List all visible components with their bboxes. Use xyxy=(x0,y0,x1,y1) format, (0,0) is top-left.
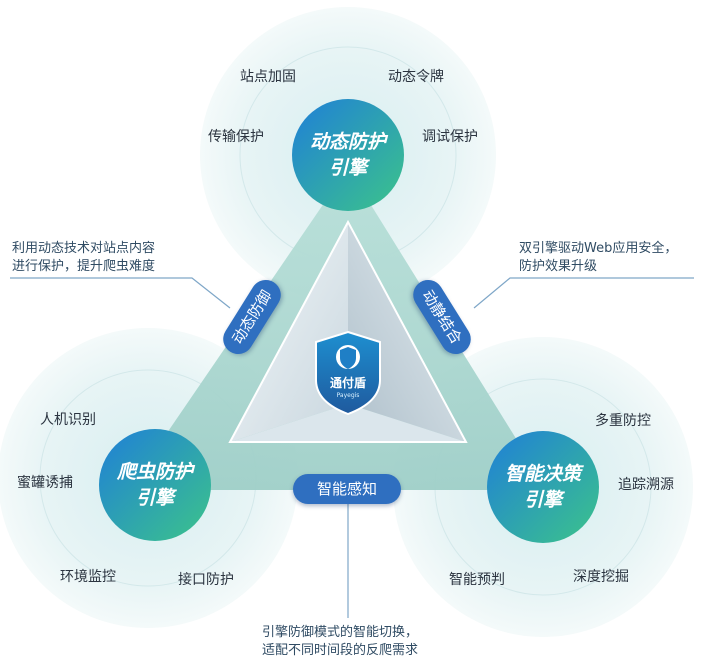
feature-right-2: 深度挖掘 xyxy=(573,569,629,585)
engine-circle-right xyxy=(487,431,599,543)
feature-top-0: 站点加固 xyxy=(240,69,296,85)
feature-left-1: 蜜罐诱捕 xyxy=(17,475,73,491)
note-left: 利用动态技术对站点内容进行保护，提升爬虫难度 xyxy=(12,241,156,274)
feature-top-3: 调试保护 xyxy=(422,129,478,145)
feature-left-2: 环境监控 xyxy=(60,569,116,585)
feature-right-1: 追踪溯源 xyxy=(618,477,674,493)
note-bottom: 引擎防御模式的智能切换，适配不同时间段的反爬需求 xyxy=(262,625,419,658)
feature-right-3: 智能预判 xyxy=(449,572,505,588)
feature-left-3: 接口防护 xyxy=(178,572,234,588)
note-right: 双引擎驱动Web应用安全，防护效果升级 xyxy=(519,241,678,274)
feature-top-1: 动态令牌 xyxy=(388,69,444,85)
logo-shield xyxy=(315,330,381,416)
feature-left-0: 人机识别 xyxy=(40,412,96,428)
engine-circle-top xyxy=(292,99,404,211)
engine-title-right: 智能决策引擎 xyxy=(504,463,581,511)
edge-pill-bottom: 智能感知 xyxy=(293,474,401,504)
logo-name: 通付盾 xyxy=(329,376,366,390)
engine-title-left: 爬虫防护引擎 xyxy=(116,461,193,509)
engine-circle-left xyxy=(99,429,211,541)
engine-title-top: 动态防护引擎 xyxy=(309,131,386,179)
feature-right-0: 多重防控 xyxy=(595,413,651,429)
leader-lines xyxy=(10,277,694,618)
feature-top-2: 传输保护 xyxy=(208,129,264,145)
logo-sub: Payegis xyxy=(336,392,360,399)
